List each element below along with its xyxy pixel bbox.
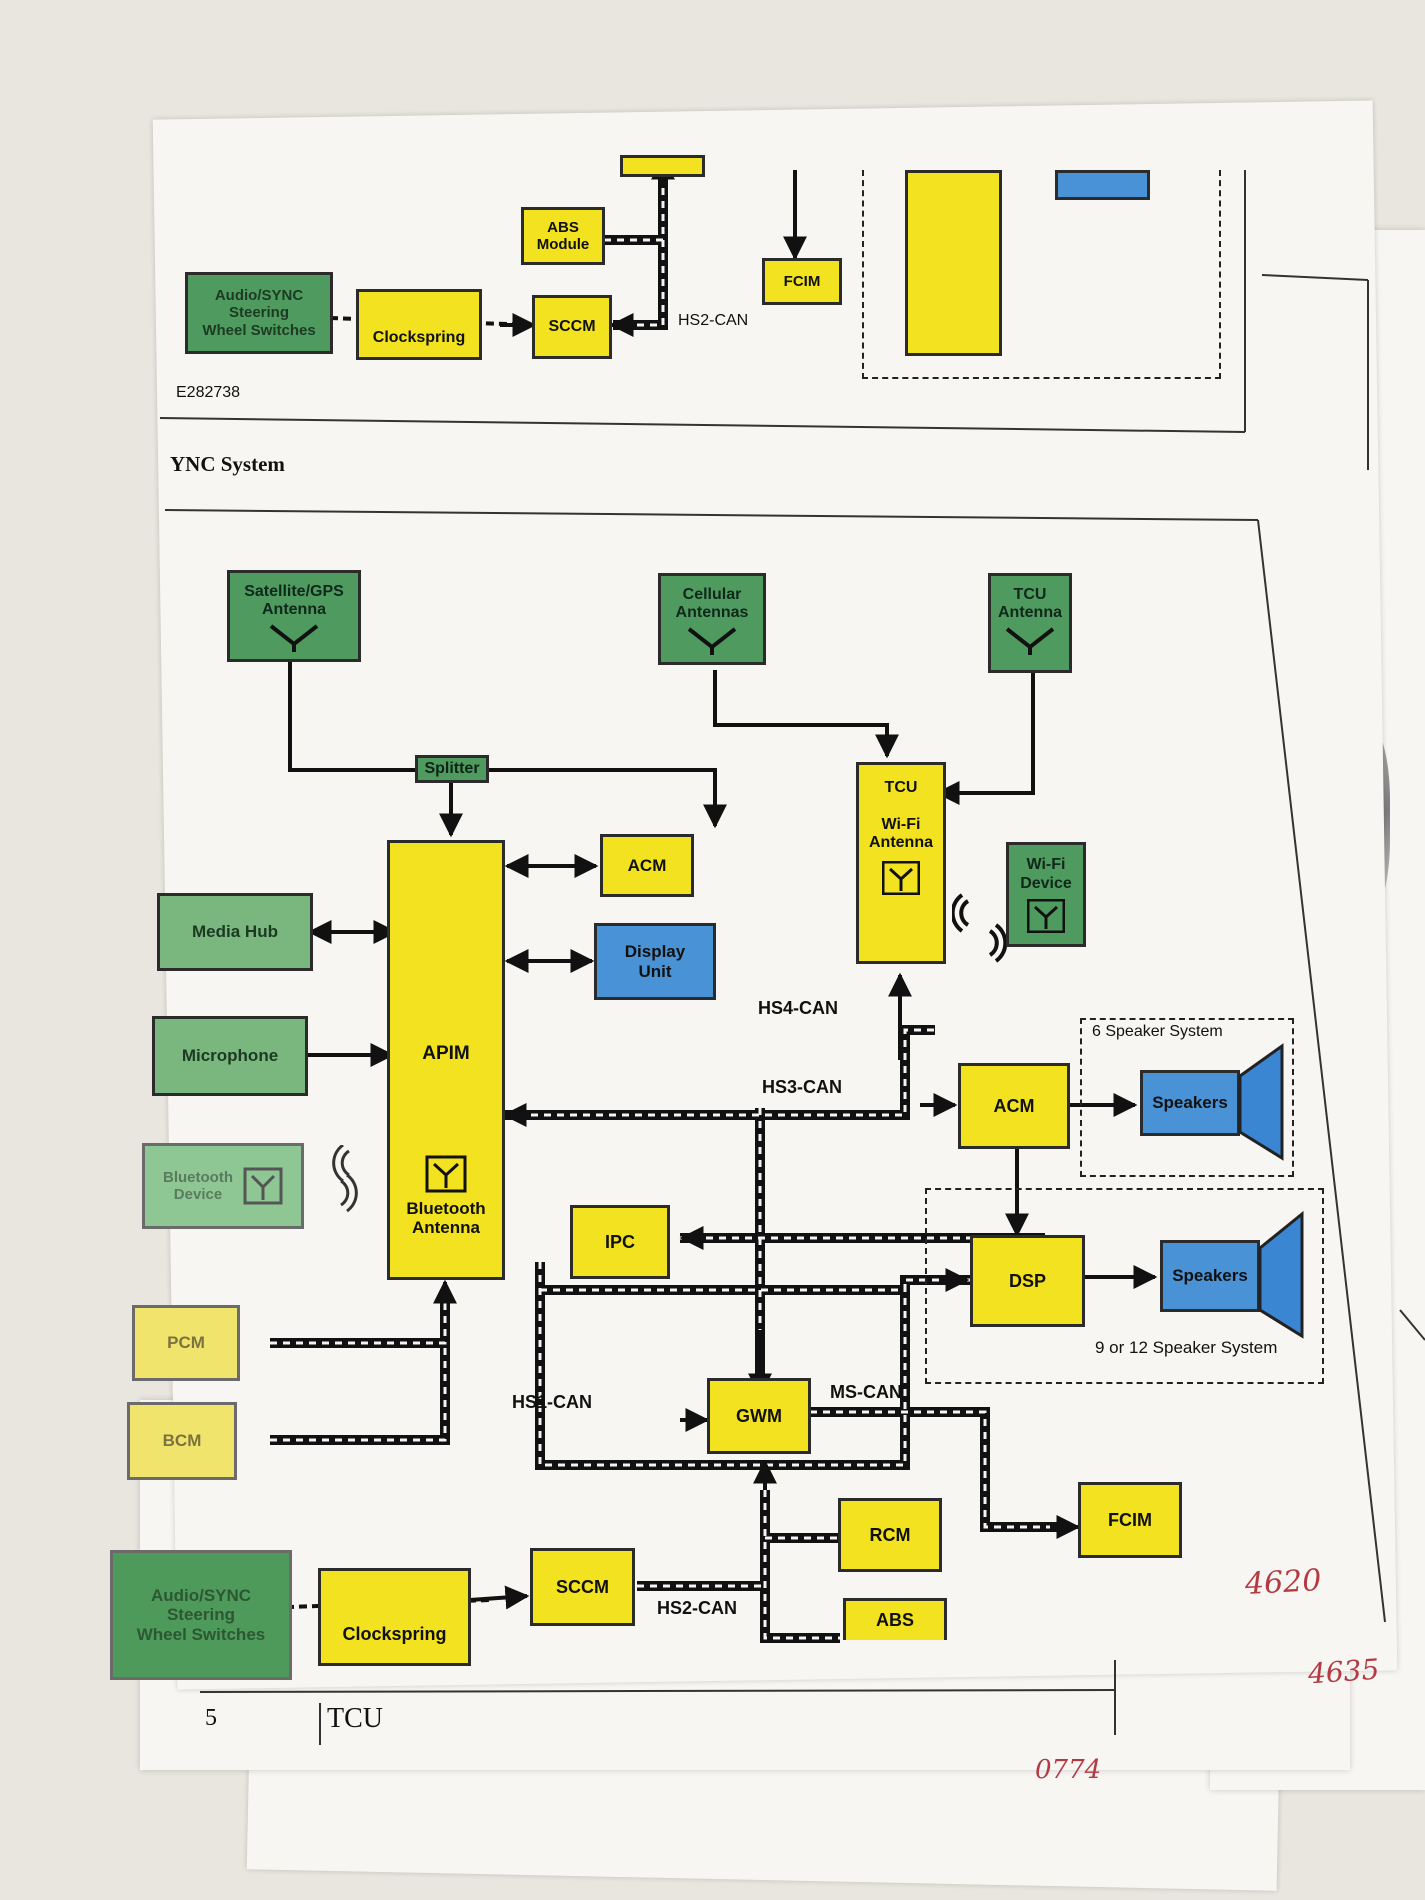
speakers-6: Speakers [1140,1070,1240,1136]
cellular-antennas: Cellular Antennas [658,573,766,665]
sat-gps-antenna: Satellite/GPS Antenna [227,570,361,662]
nine-twelve-speaker-zone [925,1188,1324,1384]
bluetooth-device-label: Bluetooth Device [163,1168,233,1203]
abs: ABS [843,1598,947,1640]
media-hub: Media Hub [157,893,313,971]
six-speaker-label: 6 Speaker System [1092,1023,1223,1040]
section-title: YNC System [170,452,285,476]
bus-label-hs4: HS4-CAN [758,998,839,1018]
wireless-signal-icon [952,893,1008,963]
apim: APIM Bluetooth Antenna [387,840,505,1280]
top-audio-sync-switches: Audio/SYNC Steering Wheel Switches [185,272,333,354]
top-speaker-block [1055,170,1150,200]
bluetooth-antenna-icon [425,1155,467,1193]
bluetooth-antenna-icon [243,1167,283,1205]
speaker-horn-icon [1258,1210,1304,1339]
fcim: FCIM [1078,1482,1182,1558]
splitter: Splitter [415,755,489,783]
apim-bt-label: Bluetooth Antenna [406,1198,486,1238]
wifi-device: Wi-Fi Device [1006,842,1086,947]
cellular-antennas-label: Cellular Antennas [675,586,749,622]
bus-label-hs1: HS1-CAN [512,1392,593,1412]
footer-section: TCU [327,1703,383,1734]
wifi-antenna-icon [1027,898,1065,933]
top-abs-module: ABS Module [521,207,605,265]
bluetooth-device: Bluetooth Device [142,1143,304,1229]
sat-gps-antenna-label: Satellite/GPS Antenna [244,583,344,619]
footer-page-number: 5 [205,1705,217,1731]
handwritten-page-0774: 0774 [1035,1755,1102,1785]
ipc: IPC [570,1205,670,1279]
tcu-label: TCU Wi-Fi Antenna [869,779,933,852]
top-cut-block [620,155,705,177]
top-fcim: FCIM [762,258,842,305]
bcm: BCM [127,1402,237,1480]
acm-right: ACM [958,1063,1070,1149]
top-bus-label-hs2: HS2-CAN [678,312,749,329]
top-sccm: SCCM [532,295,612,359]
bus-label-hs3: HS3-CAN [762,1077,843,1097]
apim-label: APIM [422,1043,470,1064]
microphone: Microphone [152,1016,308,1096]
bottom-clockspring: Clockspring [318,1568,471,1666]
top-speaker-zone [862,170,1221,379]
display-unit: Display Unit [594,923,716,1000]
gwm: GWM [707,1378,811,1454]
bottom-audio-sync-switches: Audio/SYNC Steering Wheel Switches [110,1550,292,1680]
antenna-icon [1005,627,1055,655]
handwritten-page-4620: 4620 [1244,1563,1323,1602]
speakers-9: Speakers [1160,1240,1260,1312]
dsp: DSP [970,1235,1085,1327]
handwritten-page-4635: 4635 [1306,1652,1381,1691]
top-clockspring: Clockspring [356,289,482,360]
nine-twelve-speaker-label: 9 or 12 Speaker System [1095,1338,1278,1357]
six-speaker-zone [1080,1018,1294,1177]
antenna-icon [269,624,319,652]
tcu-antenna: TCU Antenna [988,573,1072,673]
bus-label-ms: MS-CAN [830,1382,902,1402]
bottom-sccm: SCCM [530,1548,635,1626]
wireless-signal-icon [332,1145,358,1213]
tcu: TCU Wi-Fi Antenna [856,762,946,964]
acm-top: ACM [600,834,694,897]
antenna-icon [687,627,737,655]
tcu-antenna-label: TCU Antenna [998,586,1062,622]
wifi-antenna-icon [882,860,920,895]
speaker-horn-icon [1238,1043,1284,1161]
figure-code: E282738 [176,384,241,401]
bus-label-hs2: HS2-CAN [657,1598,738,1618]
top-dsp-block [905,170,1002,356]
wifi-device-label: Wi-Fi Device [1020,856,1072,892]
rcm: RCM [838,1498,942,1572]
pcm: PCM [132,1305,240,1381]
